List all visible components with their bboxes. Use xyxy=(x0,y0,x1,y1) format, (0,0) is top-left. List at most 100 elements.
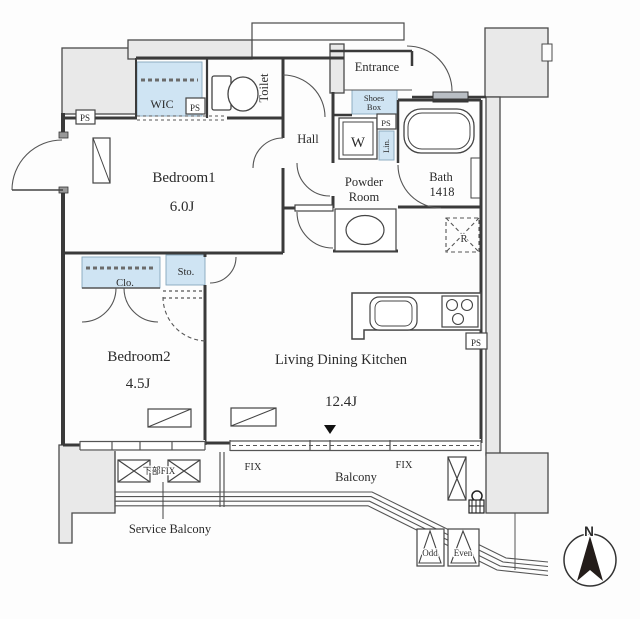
bedroom2-door-lintel xyxy=(163,290,205,299)
bathtub-inner xyxy=(407,112,471,150)
ldk-size-label: 12.4J xyxy=(325,394,357,410)
ldk-window-band xyxy=(230,439,481,451)
upper-floor-outline xyxy=(251,22,405,41)
ps-label-kitchen: PS xyxy=(471,338,481,348)
ps-label-bedroom1: PS xyxy=(80,113,90,123)
lower-fix-label: 下部FIX xyxy=(143,465,176,476)
walls xyxy=(58,49,486,447)
pipe-space-boxes xyxy=(75,97,488,350)
hall-label: Hall xyxy=(297,132,319,146)
closet-label: Clo. xyxy=(116,278,134,289)
stove-burner-3 xyxy=(451,312,465,326)
powder-room-door-arc xyxy=(296,162,331,197)
vanity-basin xyxy=(345,214,385,246)
closet-door-arc-right xyxy=(123,287,159,323)
ps-box-bedroom1 xyxy=(75,109,96,125)
balcony-label: Balcony xyxy=(335,470,377,484)
washer-label: W xyxy=(351,135,366,151)
hatch-even-label: Even xyxy=(454,548,473,558)
balcony-louver xyxy=(447,456,467,501)
bedroom2-vent-diagonal xyxy=(147,408,192,428)
entrance-south-walls xyxy=(333,95,486,117)
shoes-box-area xyxy=(351,89,398,115)
ps-label-wic: PS xyxy=(190,103,200,113)
bedroom2-window-band xyxy=(80,440,205,451)
gray-wall-top-strip xyxy=(127,39,253,60)
service-balcony-louvers xyxy=(117,459,201,483)
stove-burner-2 xyxy=(460,298,474,312)
hatch-odd-label: Odd xyxy=(422,548,438,558)
bath-counter xyxy=(470,157,481,199)
compass-needle xyxy=(577,536,603,581)
entrance-walls xyxy=(330,49,414,66)
hatch-odd-even xyxy=(416,528,480,567)
bath-label: Bath xyxy=(429,170,453,184)
entrance-door-arc xyxy=(406,45,453,92)
refrigerator-space xyxy=(445,217,480,253)
ps-box-powder xyxy=(376,113,397,130)
service-balcony-label: Service Balcony xyxy=(129,522,212,536)
entrance-door-leaf xyxy=(432,91,469,103)
gray-wall-entrance-side xyxy=(329,43,345,94)
fix-label-left: FIX xyxy=(245,462,262,473)
storage-areas xyxy=(81,61,398,289)
kitchen-sink-inner xyxy=(374,300,413,327)
balcony-zone xyxy=(114,452,549,577)
linen-label: Lin. xyxy=(381,139,391,153)
gray-block-notch xyxy=(541,43,553,62)
compass xyxy=(563,533,617,587)
storage-area xyxy=(165,254,206,286)
shoes-box-label-1: Shoes xyxy=(364,93,384,103)
ldk-door-arc xyxy=(296,211,334,249)
wic-label: WIC xyxy=(150,97,173,111)
washer-unit xyxy=(342,121,374,156)
linen-area xyxy=(378,130,395,161)
toilet-door-arc xyxy=(282,74,326,118)
gray-wall-right-strip xyxy=(485,96,501,456)
powder-room-label-2: Room xyxy=(349,190,380,204)
fixtures xyxy=(92,75,482,428)
gray-block-bottom-right xyxy=(485,452,549,514)
refrigerator-label: R xyxy=(460,234,467,245)
bedroom1-shutter-diagonal xyxy=(92,137,111,184)
doors xyxy=(11,45,453,342)
gray-block-top-right xyxy=(484,27,549,98)
hose-bib-icon xyxy=(468,490,485,514)
bedroom2-label: Bedroom2 xyxy=(107,349,170,365)
storage-door-arc xyxy=(209,256,237,284)
stove-burner-1 xyxy=(445,298,459,312)
bedroom1-north-opening xyxy=(137,115,227,121)
railing-line-1 xyxy=(115,491,549,563)
storage-label: Sto. xyxy=(178,267,195,278)
hall-ldk-door-leaf xyxy=(294,204,334,212)
bedroom1-size-label: 6.0J xyxy=(170,199,195,215)
shoes-box-label-2: Box xyxy=(367,102,382,112)
bath-door-arc xyxy=(397,164,442,209)
bath-size-label: 1418 xyxy=(430,185,455,199)
bedroom1-west-door-arc xyxy=(11,139,63,191)
labels: Bedroom1 6.0J Bedroom2 4.5J Living Dinin… xyxy=(80,60,595,559)
compass-north-label: N xyxy=(584,524,594,539)
closet-door-arc-left xyxy=(81,287,117,323)
gray-wall-top-left xyxy=(61,47,137,115)
entrance-label: Entrance xyxy=(355,60,400,74)
bedroom1-door-arc xyxy=(252,137,284,169)
balcony-divider xyxy=(219,452,225,507)
common-area-walls xyxy=(58,27,553,544)
windows xyxy=(79,425,482,452)
toilet-bowl xyxy=(227,76,259,112)
powder-room-label-1: Powder xyxy=(345,175,384,189)
bedroom2-door-arc-dashed xyxy=(162,296,208,342)
ldk-label: Living Dining Kitchen xyxy=(275,352,408,368)
ps-label-powder: PS xyxy=(381,118,391,128)
toilet-label: Toilet xyxy=(257,73,271,103)
ldk-vent-diagonal xyxy=(230,407,277,427)
bedroom2-size-label: 4.5J xyxy=(126,376,151,392)
west-door-jamb-top xyxy=(58,131,69,139)
fix-label-right: FIX xyxy=(396,460,413,471)
ps-box-wic xyxy=(185,97,206,115)
ps-box-kitchen xyxy=(465,332,488,350)
direction-marker xyxy=(324,425,336,434)
